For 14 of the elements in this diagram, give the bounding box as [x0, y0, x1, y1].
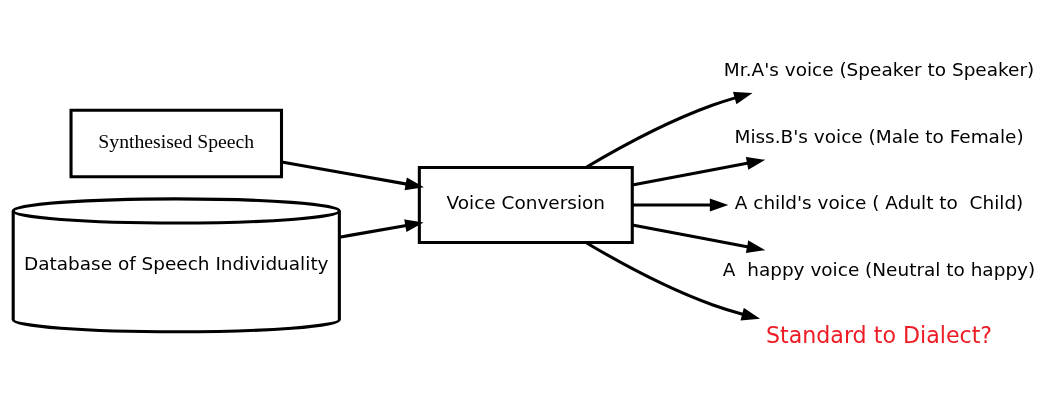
node-text: Miss.B's voice (Male to Female) — [734, 125, 1024, 147]
arrow — [585, 91, 753, 169]
node-text: A happy voice (Neutral to happy) — [722, 258, 1036, 280]
arrow — [632, 223, 766, 254]
arrow — [339, 219, 424, 239]
node-text: Mr.A's voice (Speaker to Speaker) — [723, 59, 1035, 81]
arrow — [585, 241, 761, 321]
node-box: Voice Conversion — [417, 165, 634, 245]
node-text: A child's voice ( Adult to Child) — [734, 192, 1024, 214]
node-text: Standard to Dialect? — [765, 322, 993, 349]
arrow — [281, 160, 424, 191]
node-box: Synthesised Speech — [69, 108, 284, 179]
arrow — [632, 156, 766, 187]
arrow — [632, 198, 729, 212]
